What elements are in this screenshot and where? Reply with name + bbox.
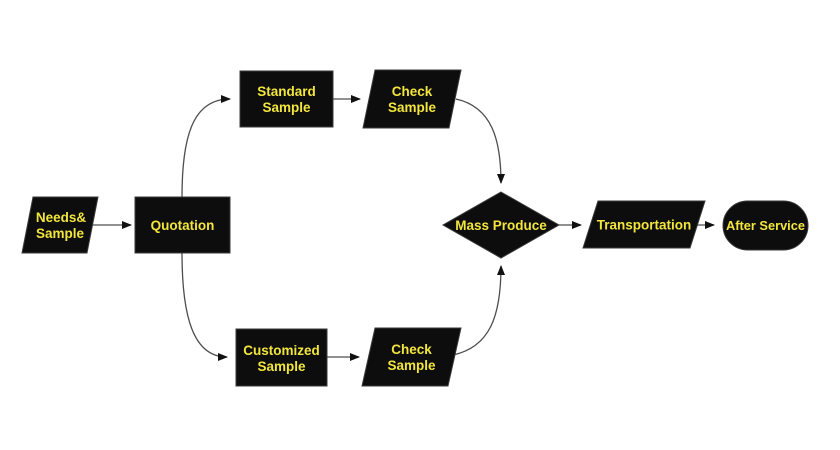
after-service-label: After Service <box>726 218 805 233</box>
check-sample-bottom-shape <box>361 327 462 387</box>
quotation-label: Quotation <box>151 218 215 233</box>
node-standard-sample: Standard Sample <box>239 70 334 128</box>
transportation-label: Transportation <box>597 218 692 233</box>
needs-sample-label-line1: Needs& <box>36 210 87 225</box>
mass-produce-label: Mass Produce <box>455 218 547 233</box>
arrow-check-top-to-mass-produce <box>455 98 505 184</box>
arrow-quotation-to-customized-sample <box>181 252 228 361</box>
standard-sample-label-line1: Standard <box>257 84 316 99</box>
node-after-service: After Service <box>722 200 809 251</box>
check-sample-top-label-line1: Check <box>392 84 433 99</box>
mass-produce-shape <box>441 191 561 259</box>
node-customized-sample: Customized Sample <box>235 328 328 387</box>
customized-sample-label-line2: Sample <box>257 359 306 374</box>
check-sample-top-label-line2: Sample <box>388 100 437 115</box>
needs-sample-label-line2: Sample <box>36 226 85 241</box>
after-service-shape <box>722 200 809 251</box>
node-quotation: Quotation <box>134 196 231 254</box>
customized-sample-shape <box>235 328 328 387</box>
standard-sample-shape <box>239 70 334 128</box>
check-sample-bottom-label-line2: Sample <box>387 358 436 373</box>
node-check-sample-top: Check Sample <box>362 69 462 129</box>
standard-sample-label-line2: Sample <box>262 100 311 115</box>
arrow-check-bottom-to-mass-produce <box>452 265 505 356</box>
transportation-shape <box>582 200 706 249</box>
quotation-shape <box>134 196 231 254</box>
check-sample-bottom-label-line1: Check <box>391 342 432 357</box>
arrow-quotation-to-standard-sample <box>181 95 231 198</box>
needs-sample-shape <box>21 196 99 254</box>
customized-sample-label-line1: Customized <box>243 343 320 358</box>
edges-layer <box>90 95 715 361</box>
node-check-sample-bottom: Check Sample <box>361 327 462 387</box>
node-needs-sample: Needs& Sample <box>21 196 99 254</box>
check-sample-top-shape <box>362 69 462 129</box>
node-transportation: Transportation <box>582 200 706 249</box>
node-mass-produce: Mass Produce <box>441 191 561 259</box>
